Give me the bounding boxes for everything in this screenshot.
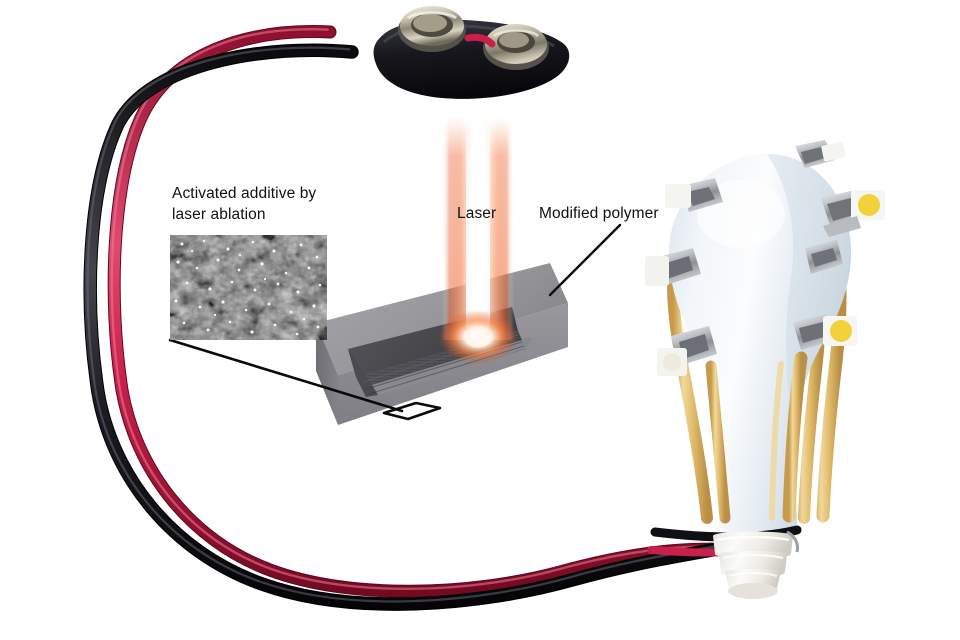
battery-red-lead	[464, 33, 496, 48]
laser-label: Laser	[457, 205, 497, 222]
led-module-left-lower[interactable]	[657, 326, 717, 376]
led-module-right-lower[interactable]	[805, 240, 843, 274]
led-module-left-mid[interactable]	[645, 248, 701, 286]
led-module-upper-left[interactable]	[665, 178, 723, 212]
modified-polymer-label: Modified polymer	[539, 205, 659, 222]
slab-left-face	[316, 323, 338, 425]
sem-activated-particles	[174, 239, 322, 336]
led-phosphor-3	[663, 353, 681, 371]
led-module-right-mid[interactable]	[793, 314, 857, 350]
callout-parallelogram	[382, 401, 442, 421]
battery-terminal-left	[398, 6, 466, 52]
led-bulb[interactable]	[645, 140, 900, 599]
callout-leader-line	[168, 338, 404, 413]
sem-micrograph-inset	[170, 235, 327, 340]
bulb-screw-base	[713, 530, 799, 599]
led-module-upper-right[interactable]	[821, 190, 885, 237]
led-phosphor-2	[830, 320, 852, 342]
modified-polymer-leader-line	[548, 223, 622, 297]
sem-texture	[170, 235, 327, 340]
led-module-crown[interactable]	[795, 140, 846, 168]
battery-connector[interactable]	[368, 2, 578, 107]
groove-end-cap	[348, 349, 378, 397]
sem-caption-label: Activated additive by laser ablation	[172, 185, 317, 223]
neck-tracks	[705, 351, 808, 524]
battery-terminal-right	[483, 24, 549, 70]
bulb-body	[669, 154, 851, 540]
led-phosphor-1	[858, 194, 880, 216]
